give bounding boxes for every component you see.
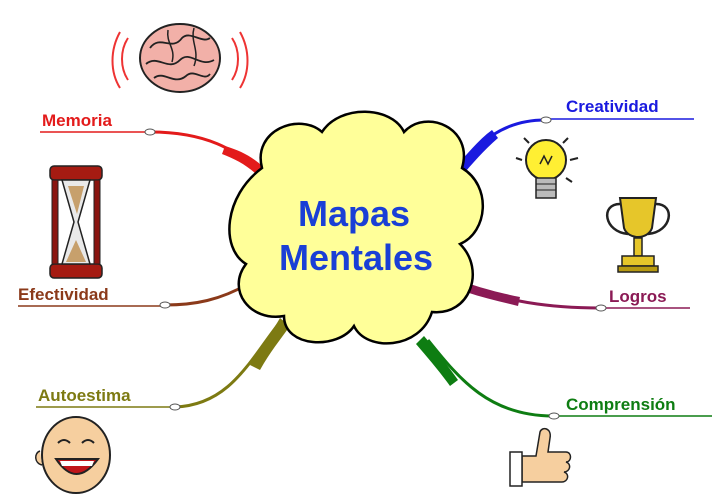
central-cloud: Mapas Mentales: [228, 110, 485, 345]
laughing-face-icon: [35, 416, 111, 494]
branch-comprension: Comprensión: [416, 336, 712, 420]
branch-logros: Logros: [466, 284, 690, 312]
central-title-line2: Mentales: [279, 237, 433, 278]
branch-efectividad-connector: [164, 282, 249, 307]
branch-creatividad-label: Creatividad: [566, 97, 659, 116]
branch-comprension-thick: [416, 336, 458, 386]
branch-comprension-label: Comprensión: [566, 395, 676, 414]
branch-logros-label: Logros: [609, 287, 667, 306]
branch-comprension-connector: [426, 339, 554, 418]
branch-efectividad-label: Efectividad: [18, 285, 109, 304]
branch-autoestima-node: [169, 403, 181, 411]
branch-efectividad-node: [159, 301, 171, 309]
brain-icon: [111, 23, 249, 93]
branch-logros-node: [595, 304, 607, 312]
branch-memoria-node: [144, 128, 156, 136]
branch-creatividad-node: [540, 116, 552, 124]
branch-memoria-label: Memoria: [42, 111, 112, 130]
branch-memoria-connector: [149, 130, 270, 180]
branch-comprension-node: [548, 412, 560, 420]
branch-autoestima-connector: [174, 321, 282, 409]
branch-logros-thick: [466, 284, 520, 306]
branch-autoestima-label: Autoestima: [38, 386, 131, 405]
trophy-icon: [605, 197, 671, 273]
branch-efectividad: Efectividad: [18, 282, 249, 309]
thumbs-up-icon: [509, 427, 572, 487]
branch-autoestima: Autoestima: [36, 318, 290, 411]
branch-creatividad: Creatividad: [452, 97, 694, 178]
central-cloud-shape: [228, 110, 485, 345]
branch-autoestima-thick: [250, 318, 290, 370]
central-title-line1: Mapas: [298, 193, 410, 234]
hourglass-icon: [49, 165, 103, 279]
lightbulb-icon: [515, 137, 579, 199]
